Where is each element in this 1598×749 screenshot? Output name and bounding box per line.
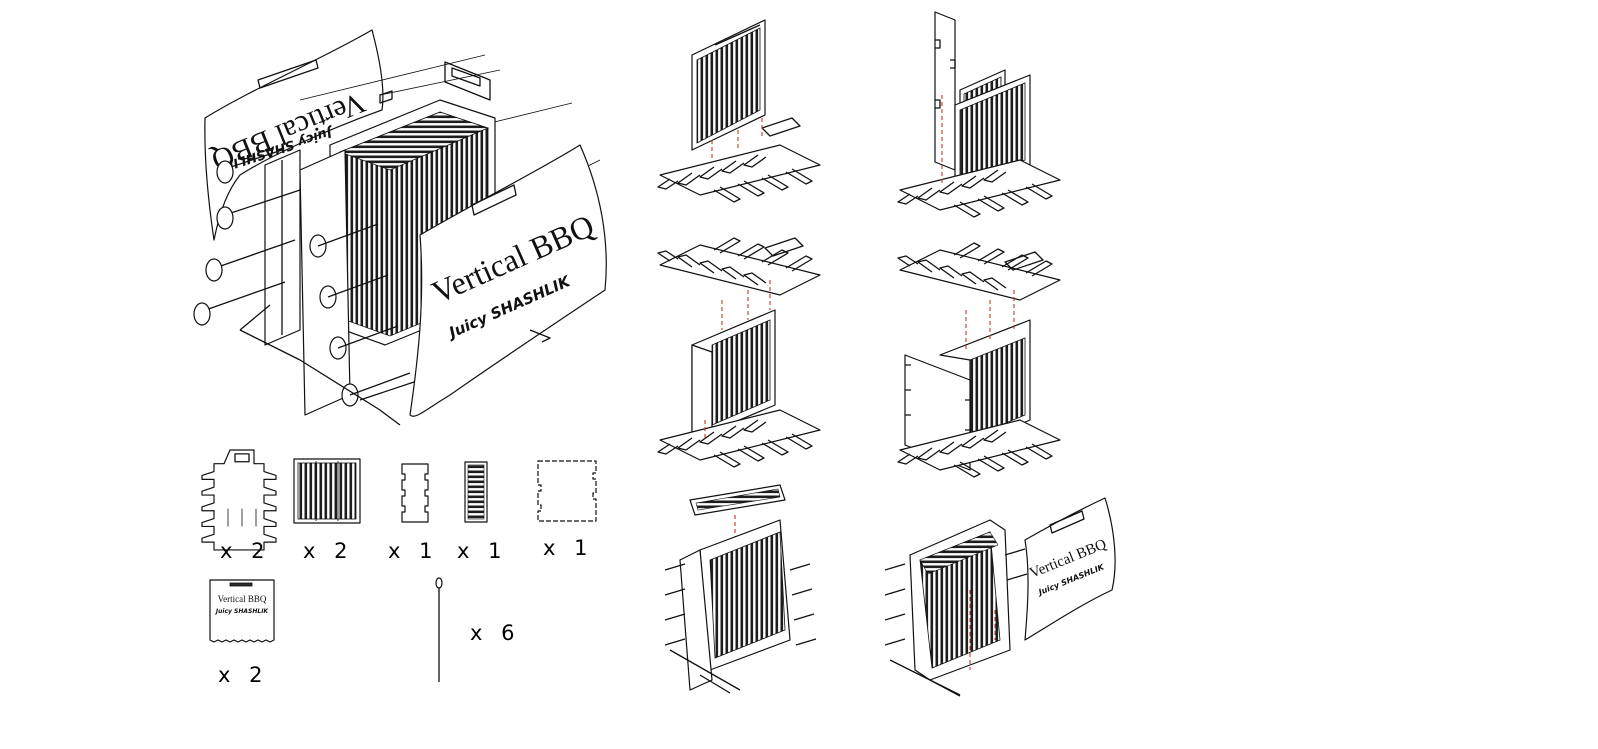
part-narrow-grate-qty: x 1 (457, 539, 507, 563)
part-side-panel-subtitle: Juicy SHASHLIK (215, 608, 270, 615)
part-base-plate-qty: x 1 (543, 536, 593, 560)
hero-assembly: Vertical BBQ Juicy SHASHLIK (193, 29, 607, 426)
part-grate-panel: x 2 (293, 458, 361, 563)
part-skewer-holder: x 2 (201, 449, 277, 563)
step-1 (657, 19, 821, 203)
step-2 (897, 11, 1061, 218)
parts-list: x 2 x 2 x 1 x 1 x 1 Vertical BBQ Juicy S (201, 449, 597, 687)
step-6: Vertical BBQ Juicy SHASHLIK (884, 497, 1116, 697)
part-side-panel: Vertical BBQ Juicy SHASHLIK x 2 (209, 579, 275, 687)
part-skewer-holder-qty: x 2 (220, 539, 270, 563)
step-4 (897, 242, 1061, 478)
part-small-bracket: x 1 (388, 463, 438, 563)
part-grate-panel-qty: x 2 (303, 539, 353, 563)
part-skewer-qty: x 6 (470, 621, 520, 645)
part-narrow-grate: x 1 (457, 461, 507, 563)
step-3 (657, 237, 821, 468)
part-base-plate: x 1 (537, 460, 597, 560)
part-side-panel-title: Vertical BBQ (218, 594, 267, 604)
part-side-panel-qty: x 2 (218, 663, 268, 687)
part-skewer: x 6 (435, 577, 520, 682)
part-small-bracket-qty: x 1 (388, 539, 438, 563)
step-5 (664, 484, 817, 694)
